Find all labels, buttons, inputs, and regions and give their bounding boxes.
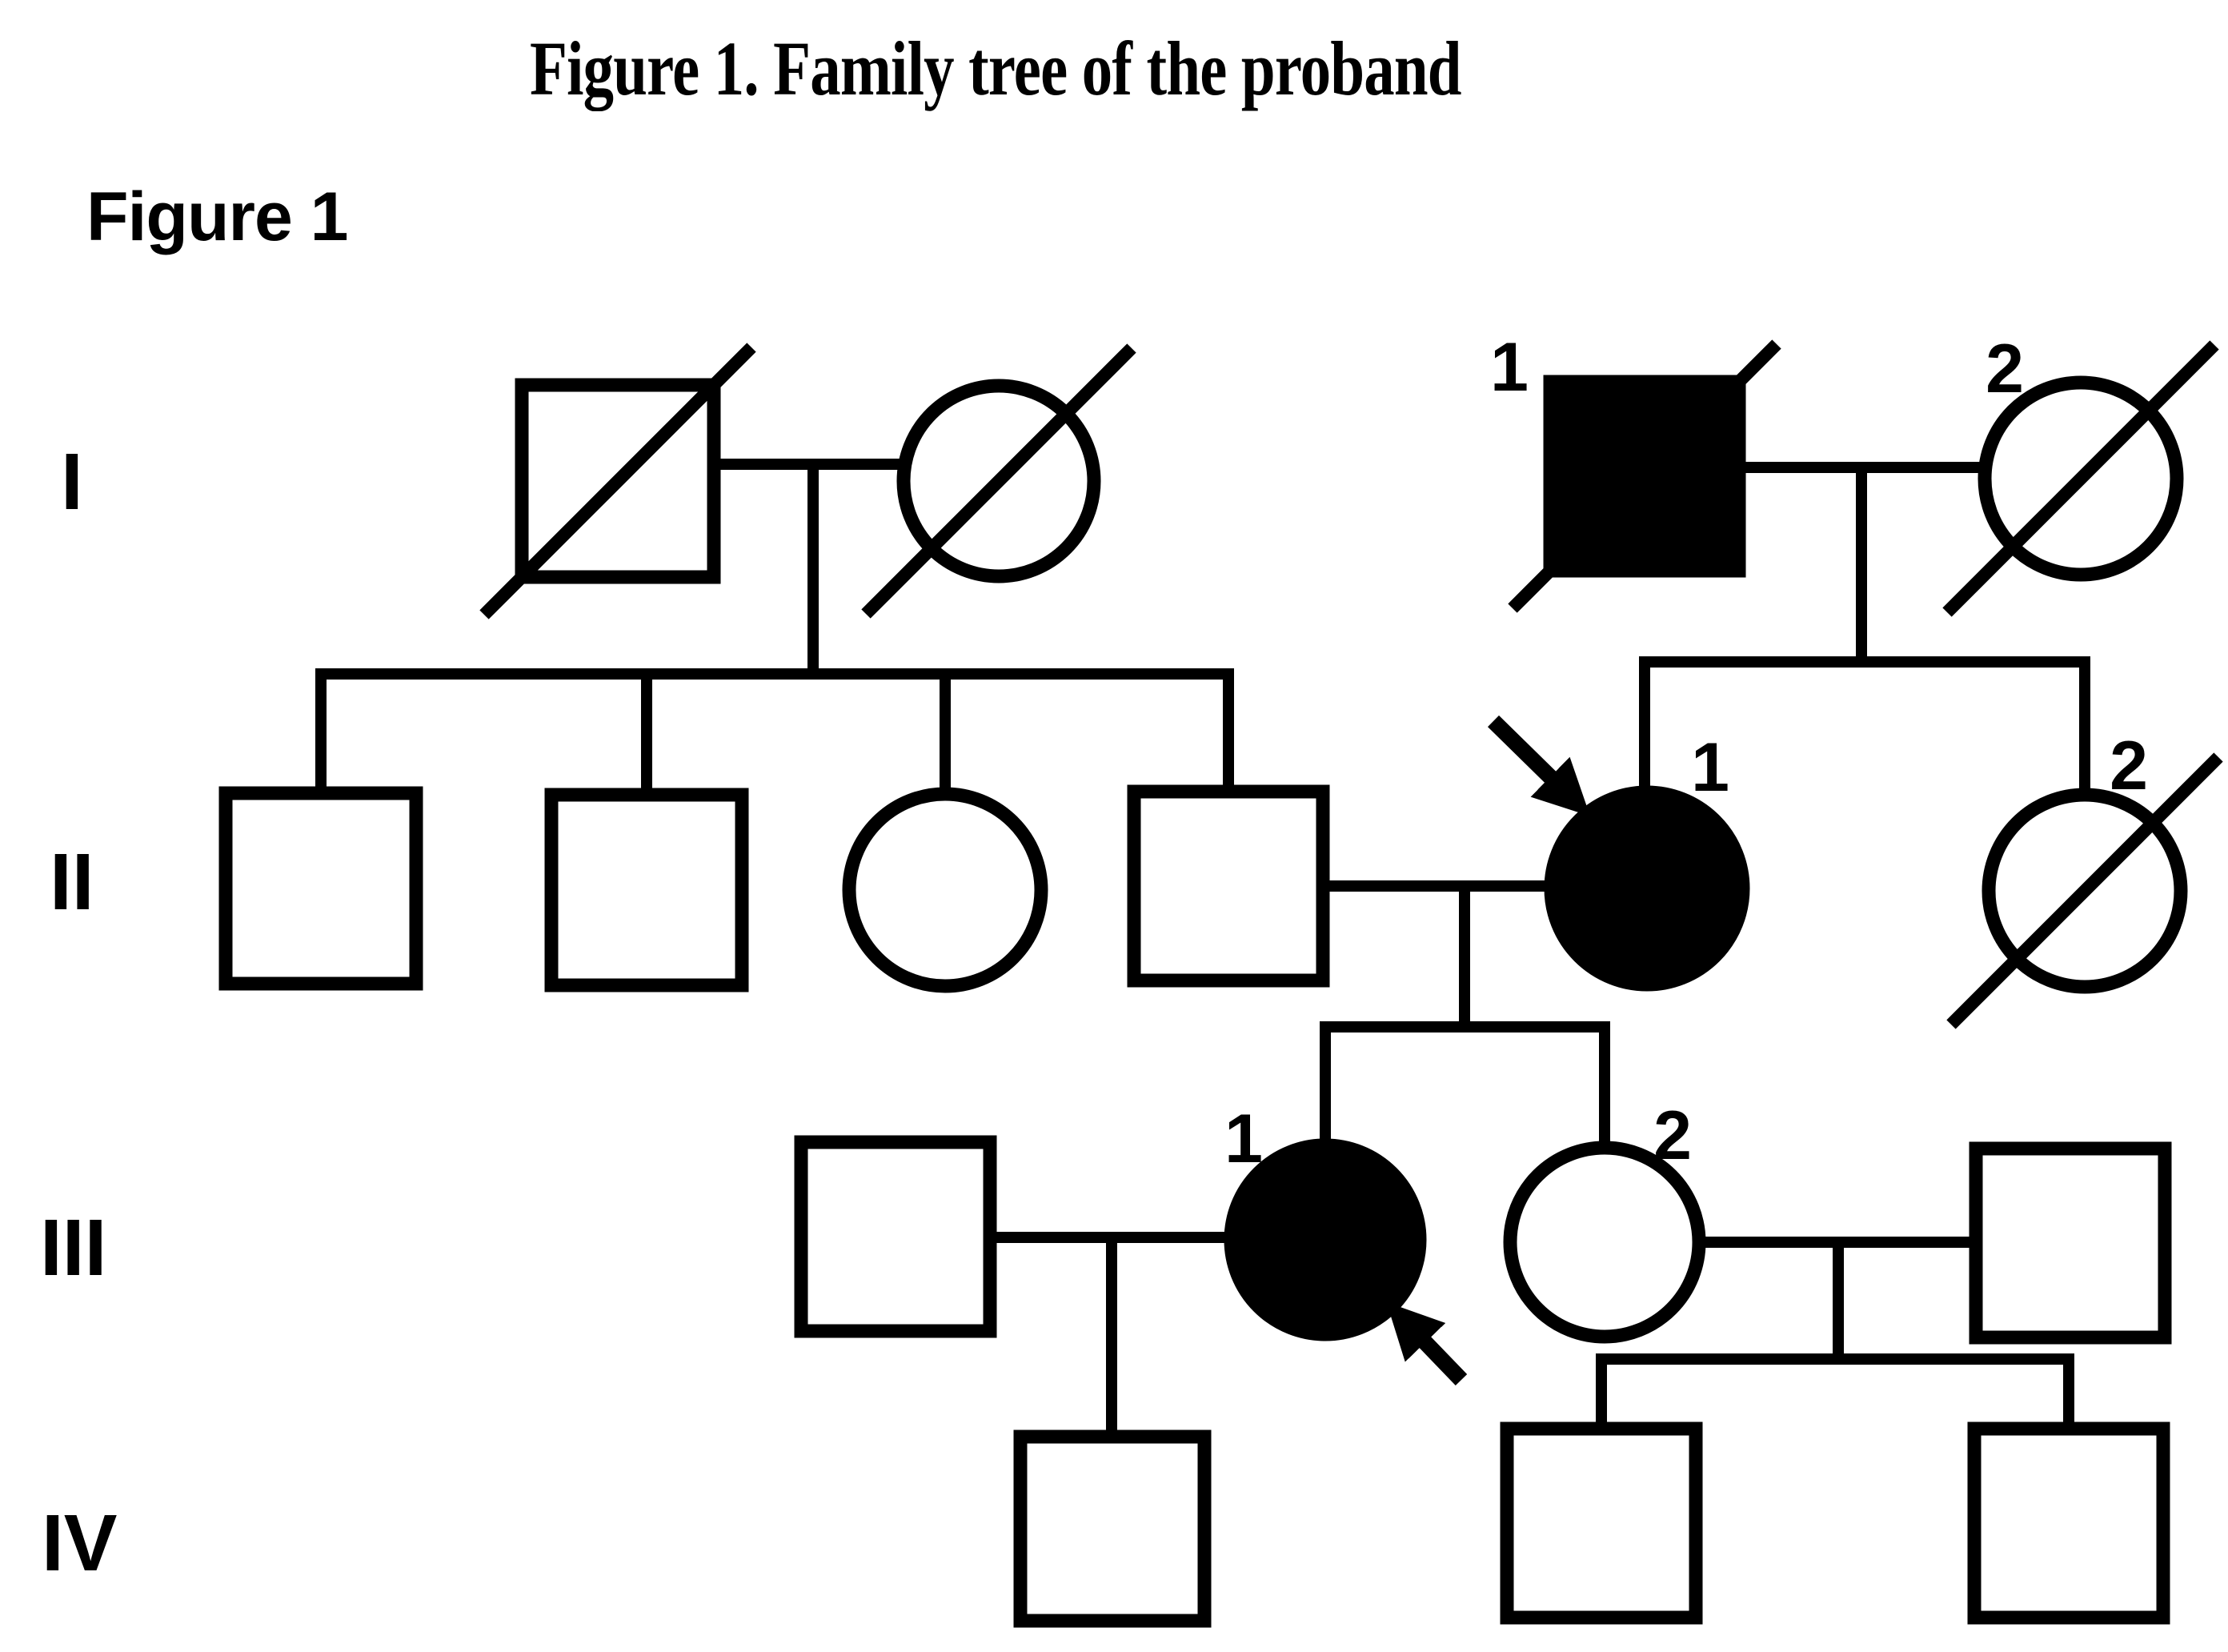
female-circle-symbol <box>1503 1141 1706 1344</box>
individual-II-sib1 <box>218 786 423 991</box>
individual-II-sib4-father <box>1127 784 1330 988</box>
male-square-symbol <box>794 1135 997 1338</box>
female-circle-symbol <box>842 787 1048 993</box>
individual-III-2: 2 <box>1503 1097 1706 1344</box>
individual-III-husband2 <box>1969 1141 2172 1345</box>
page-title: Figure 1. Family tree of the proband <box>530 26 1461 111</box>
male-square-symbol <box>218 786 423 991</box>
deceased-slash-icon <box>861 343 1136 619</box>
individual-I-left-father <box>479 343 756 620</box>
figure-label: Figure 1 <box>86 178 349 255</box>
individual-II-1: 1 <box>1487 715 1750 992</box>
individual-II-2: 2 <box>1946 728 2223 1029</box>
deceased-slash-icon <box>1508 339 1781 613</box>
individual-number-label: 2 <box>1986 331 2024 407</box>
individual-I-1: 1 <box>1490 329 1781 613</box>
generation-label-II: II <box>50 837 94 927</box>
individual-II-sib3 <box>842 787 1048 993</box>
individual-number-label: 2 <box>1653 1097 1692 1174</box>
deceased-slash-icon <box>479 343 756 620</box>
individual-number-label: 1 <box>1224 1101 1263 1177</box>
male-square-symbol <box>1967 1421 2170 1625</box>
individual-II-sib2 <box>544 788 749 992</box>
male-square-symbol <box>1127 784 1330 988</box>
individual-IV-2 <box>1500 1421 1703 1625</box>
individual-number-label: 1 <box>1490 329 1529 406</box>
male-square-symbol <box>1969 1141 2172 1345</box>
deceased-slash-icon <box>1942 340 2219 617</box>
proband-arrow-icon <box>1487 715 1590 816</box>
female-circle-symbol <box>1224 1138 1427 1341</box>
individual-III-husband <box>794 1135 997 1338</box>
proband-arrow-icon <box>1386 1301 1468 1385</box>
individual-I-2: 2 <box>1942 331 2219 617</box>
individuals: 1 2 1 2 1 2 <box>218 329 2223 1628</box>
female-circle-symbol <box>1544 785 1750 992</box>
individual-number-label: 2 <box>2110 728 2148 804</box>
generation-label-IV: IV <box>42 1498 118 1588</box>
individual-number-label: 1 <box>1691 729 1729 806</box>
generation-label-III: III <box>40 1203 107 1293</box>
connector-lines <box>315 459 2090 1440</box>
individual-III-1: 1 <box>1224 1101 1468 1385</box>
deceased-slash-icon <box>1946 752 2223 1029</box>
male-square-symbol <box>544 788 749 992</box>
generation-label-I: I <box>61 437 83 527</box>
male-square-symbol <box>1500 1421 1703 1625</box>
individual-IV-1 <box>1013 1429 1212 1628</box>
male-square-symbol <box>1013 1429 1212 1628</box>
individual-IV-3 <box>1967 1421 2170 1625</box>
individual-I-left-mother <box>861 343 1136 619</box>
